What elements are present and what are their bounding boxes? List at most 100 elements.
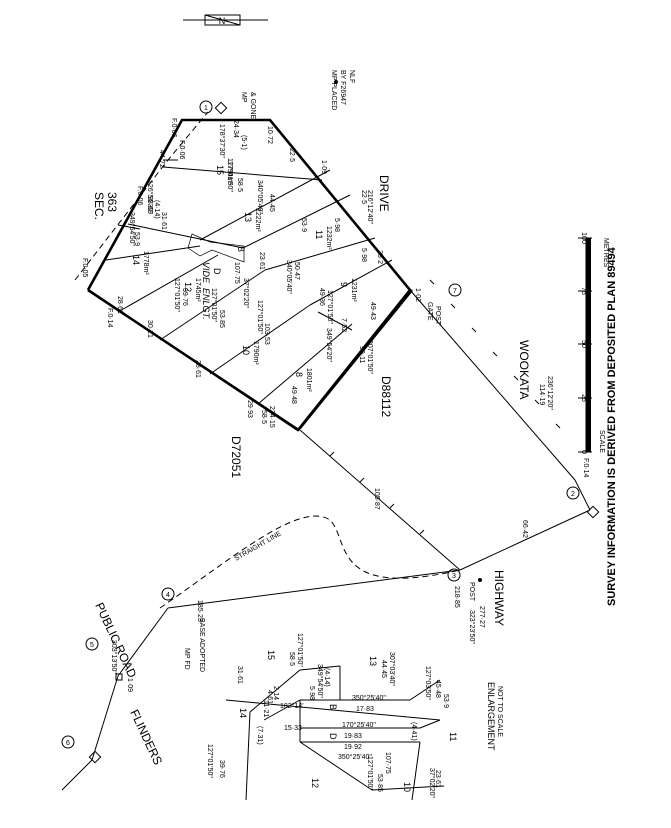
svg-text:15: 15: [266, 650, 276, 660]
svg-text:323°23'50": 323°23'50": [468, 610, 476, 644]
svg-text:MP FD: MP FD: [183, 648, 190, 670]
svg-text:31·61: 31·61: [236, 666, 243, 684]
svg-text:29·93: 29·93: [246, 400, 253, 418]
svg-text:44·45: 44·45: [268, 194, 275, 212]
svg-text:4·61: 4·61: [266, 690, 273, 704]
svg-text:114·19: 114·19: [538, 384, 545, 405]
svg-text:5·98: 5·98: [333, 218, 340, 232]
lot-15-area: 1794m²: [226, 161, 233, 185]
svg-text:127°01'50": 127°01'50": [366, 756, 374, 790]
svg-text:49·43: 49·43: [369, 302, 376, 320]
svg-text:25·2: 25·2: [376, 250, 383, 264]
svg-text:170°25'40": 170°25'40": [342, 721, 376, 729]
svg-text:F.0·06: F.0·06: [170, 118, 177, 138]
svg-text:15·33: 15·33: [284, 725, 302, 732]
road-wookata: WOOKATA: [517, 340, 531, 400]
svg-text:39·76: 39·76: [218, 760, 225, 778]
svg-text:350°25'40": 350°25'40": [338, 753, 372, 761]
svg-text:126°56'30": 126°56'30": [146, 180, 154, 214]
svg-text:1·02: 1·02: [414, 288, 421, 302]
survey-mark-3: 3: [447, 568, 482, 582]
scale-unit: METRES: [602, 238, 609, 268]
svg-text:B: B: [328, 704, 338, 710]
svg-text:31·61: 31·61: [160, 212, 167, 230]
lot-11-area: 1232m²: [325, 226, 332, 250]
svg-text:5·98: 5·98: [308, 686, 315, 700]
svg-text:37°02'20": 37°02'20": [242, 278, 250, 308]
svg-text:17·83: 17·83: [356, 706, 374, 713]
road-ticks: [329, 279, 561, 535]
svg-text:2·14: 2·14: [272, 686, 279, 700]
svg-text:127°01'50": 127°01'50": [326, 290, 334, 324]
svg-text:& GONE: & GONE: [249, 92, 256, 120]
svg-text:NLF: NLF: [348, 70, 355, 83]
easement-d: D: [212, 268, 222, 275]
svg-text:3: 3: [452, 573, 456, 580]
svg-text:1: 1: [204, 105, 208, 112]
survey-note: SURVEY INFORMATION IS DERIVED FROM DEPOS…: [606, 246, 618, 606]
lot-8-num: 8: [294, 372, 304, 377]
easement-label: VIDE ENLGT.: [201, 262, 211, 320]
svg-text:(5-1): (5-1): [240, 135, 247, 150]
svg-text:49·48: 49·48: [290, 386, 297, 404]
lot-14-num: 14: [131, 255, 141, 265]
svg-text:12: 12: [310, 778, 320, 788]
lot-lines: [87, 166, 393, 431]
svg-text:66·42: 66·42: [521, 520, 528, 538]
svg-text:53·9: 53·9: [442, 694, 449, 708]
svg-text:234·15: 234·15: [268, 406, 275, 428]
svg-text:F.0·05: F.0·05: [81, 258, 88, 278]
lot-12-num: 12: [183, 282, 193, 292]
svg-text:5: 5: [90, 642, 94, 649]
svg-text:BY F26947: BY F26947: [339, 70, 346, 105]
svg-text:307°01'50": 307°01'50": [366, 340, 374, 374]
north-arrow-icon: N: [183, 14, 268, 26]
svg-text:28·61: 28·61: [116, 296, 123, 314]
svg-text:(4·14): (4·14): [323, 668, 330, 687]
svg-text:F.0·06: F.0·06: [136, 186, 143, 206]
svg-text:99·11: 99·11: [358, 346, 365, 363]
svg-text:24·34: 24·34: [232, 120, 239, 138]
svg-text:4: 4: [166, 592, 170, 599]
straight-line-label: STRAIGHT LINE: [234, 530, 283, 563]
easement-b: B: [236, 246, 246, 252]
svg-text:44·72: 44·72: [158, 150, 165, 168]
lot-13-num: 13: [243, 212, 253, 222]
svg-text:127°01'50": 127°01'50": [226, 158, 234, 192]
lot-11-num: 11: [314, 230, 324, 239]
section-label: SEC. 363: [92, 192, 119, 220]
survey-mark-2: 2: [566, 486, 600, 519]
svg-text:58·5: 58·5: [260, 410, 267, 424]
svg-text:5·98: 5·98: [360, 248, 367, 262]
svg-text:11: 11: [448, 732, 458, 741]
scale-tick-50: 50: [580, 340, 587, 348]
scale-tick-25: 25: [580, 394, 587, 402]
svg-text:349°54'50": 349°54'50": [128, 212, 136, 246]
survey-mark-7: 7: [448, 283, 462, 297]
svg-text:53·85: 53·85: [376, 774, 383, 792]
svg-text:303°13'50": 303°13'50": [110, 640, 118, 674]
svg-text:307°03'40": 307°03'40": [388, 652, 396, 686]
svg-text:53·9: 53·9: [300, 218, 307, 232]
svg-text:103·53: 103·53: [263, 323, 270, 345]
lot-8-area: 1801m²: [305, 368, 312, 392]
svg-text:30·21: 30·21: [146, 320, 153, 338]
svg-text:107·75: 107·75: [384, 752, 391, 774]
svg-text:37°02'20": 37°02'20": [428, 768, 436, 798]
lot-10-area: 1790m²: [252, 341, 259, 365]
svg-text:39·76: 39·76: [181, 288, 188, 306]
svg-text:363: 363: [105, 192, 119, 212]
svg-text:22·5: 22·5: [360, 190, 367, 204]
lot-15-num: 15: [215, 165, 225, 175]
svg-text:127°01'50": 127°01'50": [210, 288, 218, 322]
lot-13-area: 1222m²: [254, 208, 261, 232]
svg-text:22·5: 22·5: [288, 148, 295, 162]
lot-14-area: 1778m²: [142, 251, 149, 275]
north-letter: N: [219, 16, 226, 26]
straight-line-curve: [159, 515, 461, 609]
lot-10-num: 10: [241, 345, 251, 355]
survey-mark-4: 4: [161, 587, 175, 601]
svg-text:107·75: 107·75: [233, 262, 240, 284]
lot8-lot9-boundary: [298, 289, 414, 429]
lot-9-area: 1231m²: [350, 278, 357, 302]
